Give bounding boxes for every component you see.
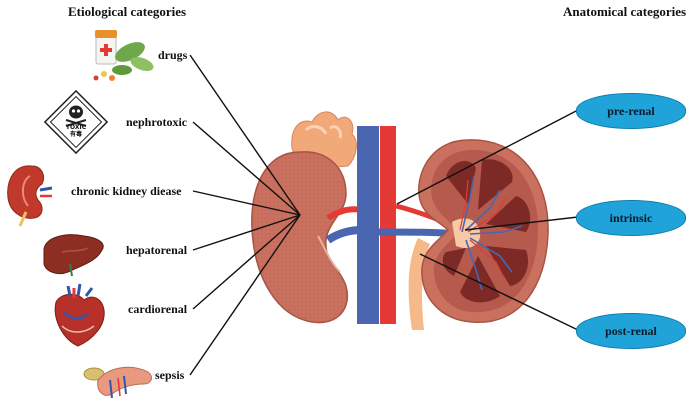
etiological-header: Etiological categories — [68, 4, 187, 19]
label-drugs: drugs — [158, 48, 188, 62]
oval-intrinsic-label: intrinsic — [609, 210, 653, 225]
toxic-sign-line1: TOXIC — [65, 124, 87, 131]
toxic-sign-icon — [43, 89, 109, 155]
oval-intrinsic: intrinsic — [576, 200, 686, 236]
toxic-sign-text: TOXIC 有毒 — [63, 124, 89, 138]
pancreas-icon — [83, 366, 152, 399]
label-hepatorenal: hepatorenal — [126, 243, 188, 257]
label-nephrotoxic: nephrotoxic — [126, 115, 188, 129]
drugs-icon — [93, 30, 154, 81]
kidney-icon — [7, 165, 53, 227]
heart-icon — [54, 283, 105, 347]
label-cardiorenal: cardiorenal — [128, 302, 188, 316]
aorta — [380, 126, 396, 324]
anatomical-header: Anatomical categories — [563, 4, 687, 19]
vena-cava — [357, 126, 379, 324]
oval-post-renal-label: post-renal — [605, 323, 657, 338]
right-kidney-illustration — [378, 139, 549, 330]
oval-post-renal: post-renal — [576, 313, 686, 349]
etiology-connector-lines — [189, 54, 301, 376]
label-sepsis: sepsis — [155, 368, 185, 382]
label-chronic-kidney-disease: chronic kidney diease — [71, 184, 182, 198]
left-kidney-illustration — [251, 111, 357, 324]
left-renal-vessels — [325, 206, 363, 244]
liver-icon — [43, 234, 104, 277]
anatomy-connector-lines — [396, 109, 579, 331]
oval-pre-renal-label: pre-renal — [607, 103, 655, 118]
toxic-sign-line2: 有毒 — [69, 131, 82, 138]
oval-pre-renal: pre-renal — [576, 93, 686, 129]
